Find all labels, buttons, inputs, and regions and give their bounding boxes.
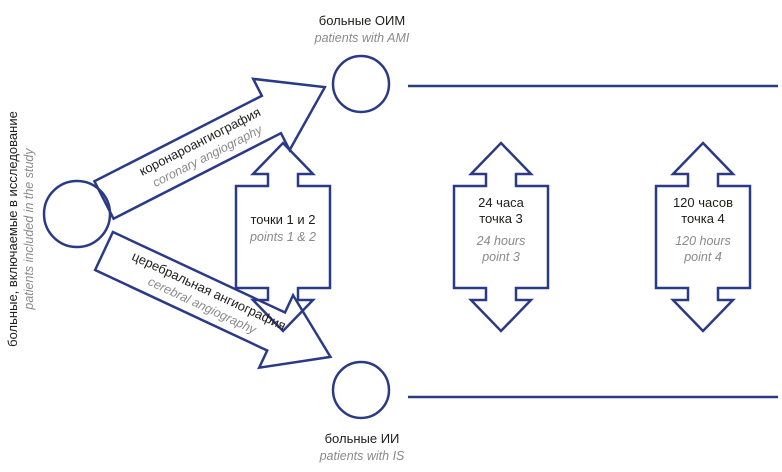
points-1-2-double-arrow xyxy=(234,141,332,333)
is-label-en: patients with IS xyxy=(319,449,405,463)
points-1-2-label-ru: точки 1 и 2 xyxy=(250,212,315,227)
cerebral-angiography-arrow xyxy=(93,230,333,370)
included-label-en: patients included in the study xyxy=(22,148,36,311)
is-label-ru: больные ИИ xyxy=(325,431,400,446)
ami-patients-circle xyxy=(331,54,391,114)
point-3-time-ru: 24 часа xyxy=(478,195,525,210)
included-label-ru: больные, включаемые в исследование xyxy=(5,111,20,347)
point-4-label-ru: точка 4 xyxy=(681,211,725,226)
point-3-double-arrow xyxy=(452,141,550,333)
point-3-time-en: 24 hours xyxy=(476,234,526,248)
point-4-label-en: point 4 xyxy=(683,250,722,264)
cerebral-label-ru: церебральная ангиография xyxy=(130,248,289,333)
coronary-angiography-arrow xyxy=(92,77,327,221)
is-patients-circle xyxy=(331,360,391,420)
point-3-label-ru: точка 3 xyxy=(479,211,523,226)
ami-label-en: patients with AMI xyxy=(314,31,410,45)
point-4-double-arrow xyxy=(654,141,752,333)
points-1-2-label-en: points 1 & 2 xyxy=(249,230,316,244)
point-4-time-en: 120 hours xyxy=(675,234,731,248)
point-3-label-en: point 3 xyxy=(481,250,520,264)
ami-label-ru: больные ОИМ xyxy=(319,13,405,28)
point-4-time-ru: 120 часов xyxy=(673,195,733,210)
